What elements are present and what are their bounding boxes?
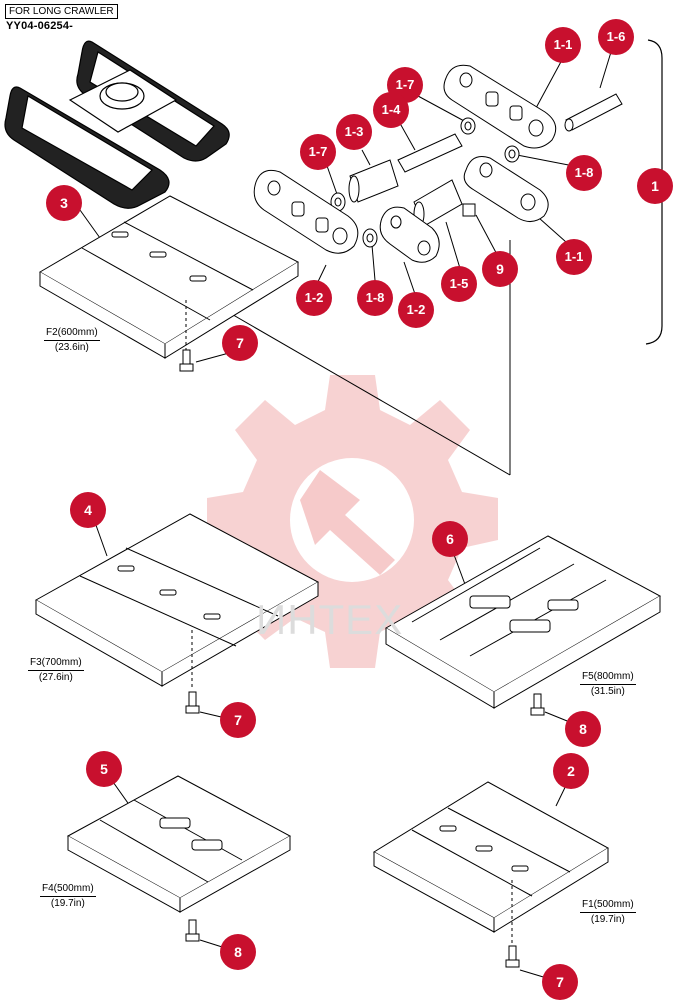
spec-f5-inch: (31.5in) [590,686,625,697]
callout-1-7-lower: 1-7 [300,134,336,170]
callout-8-f5: 8 [565,711,601,747]
spec-f4-inch: (19.7in) [50,898,85,909]
track-shoe-f1-image [373,781,609,944]
callout-1-8-lower: 1-8 [357,280,393,316]
callout-1-1-lower: 1-1 [556,239,592,275]
callout-3: 3 [46,185,82,221]
callout-1-2-right: 1-2 [398,292,434,328]
callout-6: 6 [432,521,468,557]
callout-9: 9 [482,251,518,287]
callout-1-3: 1-3 [336,114,372,150]
bolt-8a-image [530,693,545,716]
spec-f2-width: F2(600mm) [44,326,100,341]
callout-1-5: 1-5 [441,266,477,302]
spec-f1: F1(500mm) (19.7in) [580,898,636,927]
track-shoe-f2-image [39,195,300,359]
track-shoe-f4-image [66,775,292,913]
spec-f2: F2(600mm) (23.6in) [44,326,100,355]
spec-f4-width: F4(500mm) [40,882,96,897]
callout-2: 2 [553,753,589,789]
callout-5: 5 [86,751,122,787]
callout-1-6: 1-6 [598,19,634,55]
spec-f3: F3(700mm) (27.6in) [28,656,84,685]
bolt-8b-image [185,919,200,942]
callout-1-4: 1-4 [373,92,409,128]
bolt-7b-image [185,691,200,714]
callout-7-f2: 7 [222,325,258,361]
spec-f5: F5(800mm) (31.5in) [580,670,636,699]
track-shoe-f5-image [385,535,662,709]
track-shoe-f3-image [34,513,320,690]
callout-1-1-upper: 1-1 [545,27,581,63]
header-note: FOR LONG CRAWLER [5,4,118,19]
header-code: YY04-06254- [6,20,74,32]
watermark-text: ИНТЕХ [256,596,404,643]
callout-8-f4: 8 [220,934,256,970]
callout-7-f3: 7 [220,702,256,738]
crawler-undercarriage-image [4,40,230,209]
spec-f1-width: F1(500mm) [580,898,636,913]
track-link-assembly-image [253,64,623,263]
callout-1-8-upper: 1-8 [566,155,602,191]
spec-f1-inch: (19.7in) [590,914,625,925]
spec-f2-inch: (23.6in) [54,342,89,353]
spec-f5-width: F5(800mm) [580,670,636,685]
callout-1-7-upper: 1-7 [387,67,423,103]
watermark-wrench-icon [300,470,395,575]
spec-f3-width: F3(700mm) [28,656,84,671]
bolt-7c-image [505,945,520,968]
spec-f3-inch: (27.6in) [38,672,73,683]
bolt-7a-image [179,349,194,372]
spec-f4: F4(500mm) (19.7in) [40,882,96,911]
callout-4: 4 [70,492,106,528]
callout-1: 1 [637,168,673,204]
callout-1-2-left: 1-2 [296,280,332,316]
callout-7-f1: 7 [542,964,578,1000]
